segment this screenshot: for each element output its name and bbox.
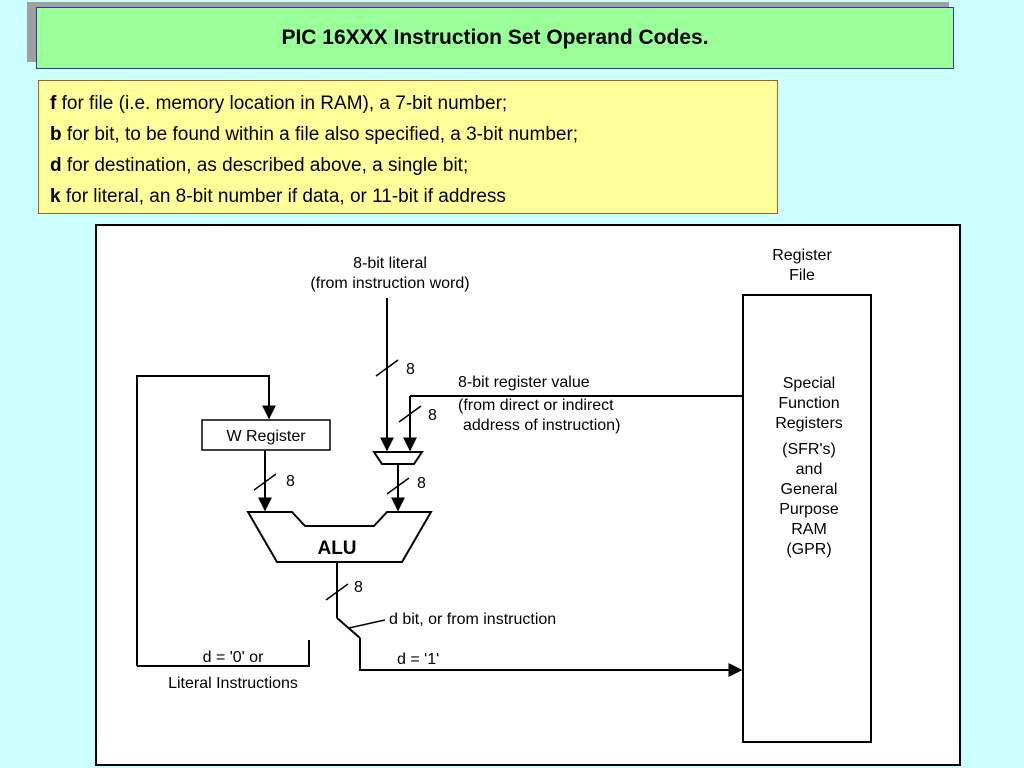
definitions-box: f for file (i.e. memory location in RAM)… — [38, 80, 778, 214]
d-bit-label: d bit, or from instruction — [389, 611, 556, 628]
literal-bus-width-tick — [375, 359, 399, 377]
register-file-text-4: (SFR's) — [782, 441, 836, 458]
w-register-label: W Register — [226, 428, 306, 445]
w-to-alu-width: 8 — [286, 473, 295, 490]
alu-datapath-diagram: 8-bit literal (from instruction word) Re… — [136, 247, 872, 743]
d0-bracket — [137, 640, 310, 667]
alu-diagram-panel: 8-bit literal (from instruction word) Re… — [95, 224, 961, 766]
literal-bus-width: 8 — [406, 361, 415, 378]
register-value-label-line-3: address of instruction) — [463, 417, 620, 434]
register-file-text-3: Registers — [775, 415, 843, 432]
register-file-text-5: and — [796, 461, 823, 478]
definition-d: d for destination, as described above, a… — [50, 150, 777, 181]
d-bit-switch-blade — [336, 617, 361, 639]
mux-to-alu-width: 8 — [417, 475, 426, 492]
register-value-bus-width: 8 — [428, 407, 437, 424]
register-file-box — [742, 294, 872, 743]
d-bit-label-leader — [348, 619, 386, 629]
register-file-text-8: RAM — [791, 521, 827, 538]
definition-text: for literal, an 8-bit number if data, or… — [60, 186, 506, 207]
register-value-label-line-1: 8-bit register value — [458, 374, 590, 391]
definition-key: f — [50, 93, 57, 114]
w-to-alu-tick — [253, 473, 277, 491]
definition-b: b for bit, to be found within a file als… — [50, 119, 777, 150]
definition-k: k for literal, an 8-bit number if data, … — [50, 181, 777, 212]
d0-label-line-2: Literal Instructions — [168, 675, 298, 692]
register-file-text-9: (GPR) — [786, 541, 831, 558]
title-box: PIC 16XXX Instruction Set Operand Codes. — [36, 7, 954, 69]
definition-key: b — [50, 124, 62, 145]
register-value-bus-tick — [398, 405, 422, 423]
definition-text: for destination, as described above, a s… — [61, 155, 469, 176]
definition-key: d — [50, 155, 62, 176]
register-file-text-6: General — [781, 481, 838, 498]
d1-output-line — [359, 638, 743, 677]
register-file-text-7: Purpose — [779, 501, 839, 518]
definition-f: f for file (i.e. memory location in RAM)… — [50, 88, 777, 119]
alu-output-tick — [325, 583, 349, 601]
register-file-label-line-2: File — [789, 267, 815, 284]
literal-label-line-2: (from instruction word) — [310, 275, 469, 292]
input-mux — [372, 451, 424, 465]
alu-block — [246, 511, 433, 563]
register-file-text-1: Special — [783, 375, 835, 392]
definition-text: for file (i.e. memory location in RAM), … — [56, 93, 508, 114]
d1-label: d = '1' — [397, 651, 439, 668]
register-value-label-line-2: (from direct or indirect — [458, 397, 614, 414]
mux-to-alu-tick — [386, 477, 410, 495]
definition-key: k — [50, 186, 61, 207]
register-file-label-line-1: Register — [772, 247, 832, 264]
slide-title: PIC 16XXX Instruction Set Operand Codes. — [281, 26, 709, 49]
d0-label-line-1: d = '0' or — [203, 649, 264, 666]
literal-label-line-1: 8-bit literal — [353, 255, 427, 272]
register-file-text-2: Function — [778, 395, 839, 412]
alu-label: ALU — [317, 538, 356, 559]
alu-output-width: 8 — [354, 579, 363, 596]
feedback-loop-line — [136, 375, 276, 666]
definition-text: for bit, to be found within a file also … — [61, 124, 579, 145]
